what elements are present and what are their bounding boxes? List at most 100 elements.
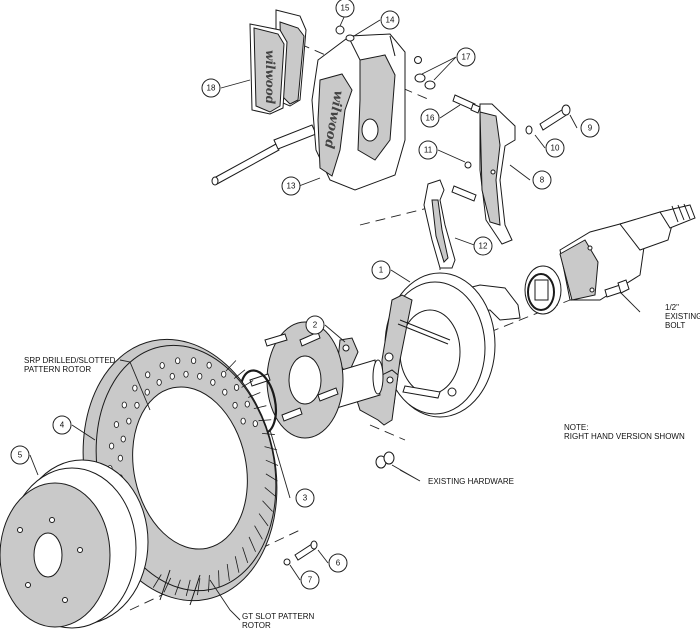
bracket-bolt xyxy=(525,104,571,135)
callout-number: 5 xyxy=(18,451,23,460)
axle-housing xyxy=(559,203,696,301)
rotor-vane xyxy=(185,579,191,597)
rotor-drill-hole xyxy=(134,401,140,409)
hat-drum xyxy=(0,459,149,629)
callout-number: 2 xyxy=(313,321,318,330)
callout-number: 14 xyxy=(386,16,395,25)
pad-logo: wilwood xyxy=(263,50,277,105)
axle-bearing xyxy=(524,265,562,315)
rotor-vane xyxy=(258,419,272,422)
rotor-vane xyxy=(233,369,246,379)
callout-number: 17 xyxy=(462,53,471,62)
callout-6: 6 xyxy=(328,553,348,573)
label-existing-bolt: 1/2" EXISTING BOLT xyxy=(665,303,700,330)
callout-circle xyxy=(473,236,493,256)
callout-circle xyxy=(532,170,552,190)
callout-circle xyxy=(418,140,438,160)
rotor-vane xyxy=(265,473,278,482)
rotor-vane xyxy=(262,432,275,435)
callout-circle xyxy=(10,445,30,465)
callout-circle xyxy=(456,47,476,67)
rotor-drill-hole xyxy=(145,371,151,379)
callout-2: 2 xyxy=(305,315,325,335)
callout-7: 7 xyxy=(300,570,320,590)
leader-lines xyxy=(29,14,641,621)
callout-circle xyxy=(545,138,565,158)
rotor-drill-hole xyxy=(210,378,216,386)
callout-circle xyxy=(52,415,72,435)
callout-14: 14 xyxy=(380,10,400,30)
callout-circle xyxy=(380,10,400,30)
rotor-vane xyxy=(262,500,273,512)
callout-11: 11 xyxy=(418,140,438,160)
hub-flange xyxy=(249,321,344,439)
callout-15: 15 xyxy=(335,0,355,18)
rotor-vane xyxy=(264,446,278,451)
caliper-top-hardware xyxy=(335,25,422,64)
rotor-drill-hole xyxy=(120,435,126,443)
callout-number: 10 xyxy=(551,144,560,153)
rotor-vane xyxy=(248,392,261,398)
rotor-drill-hole xyxy=(121,401,127,409)
existing-hardware xyxy=(375,451,395,469)
rotor-drill-hole xyxy=(232,401,238,409)
rotor-drill-hole xyxy=(132,384,138,392)
callout-circle xyxy=(300,570,320,590)
callout-number: 6 xyxy=(336,559,341,568)
note-text: RIGHT HAND VERSION SHOWN xyxy=(564,432,685,441)
rotor-drill-hole xyxy=(252,420,258,428)
rotor-vane xyxy=(264,487,276,497)
washers xyxy=(414,73,436,90)
rotor-drill-hole xyxy=(117,454,123,462)
caliper-pin xyxy=(211,124,317,186)
rotor-vane xyxy=(197,578,201,596)
callout-number: 12 xyxy=(479,242,488,251)
callout-16: 16 xyxy=(420,108,440,128)
callout-4: 4 xyxy=(52,415,72,435)
callout-circle xyxy=(295,488,315,508)
callout-number: 1 xyxy=(379,266,384,275)
rotor-vane xyxy=(208,575,210,593)
rotor-vane xyxy=(174,579,181,596)
callout-number: 16 xyxy=(426,114,435,123)
callout-circle xyxy=(420,108,440,128)
callout-9: 9 xyxy=(580,118,600,138)
label-existing-hardware: EXISTING HARDWARE xyxy=(428,477,514,486)
rotor-vane xyxy=(258,513,269,527)
rotor-drill-hole xyxy=(126,417,132,425)
note-title: NOTE: xyxy=(564,423,589,432)
rotor-vane xyxy=(218,570,220,588)
rotor-drill-hole xyxy=(159,362,165,369)
rotor-drill-hole xyxy=(144,388,150,396)
rotor-drill-hole xyxy=(169,372,175,380)
hat-bolt xyxy=(283,540,318,566)
caliper-bracket xyxy=(479,103,516,245)
rotor-vane xyxy=(242,547,249,564)
callout-circle xyxy=(328,553,348,573)
callout-circle xyxy=(201,78,221,98)
rotor-vane xyxy=(234,556,240,573)
rotor-drill-hole xyxy=(183,370,189,378)
existing-bolt xyxy=(604,279,630,298)
callout-number: 15 xyxy=(341,4,350,13)
rotor-vane xyxy=(163,577,172,593)
rotor-vane xyxy=(254,525,263,540)
rotor-drill-hole xyxy=(206,361,212,369)
rotor-vanes xyxy=(152,360,279,597)
rotor-drill-hole xyxy=(175,357,181,365)
callout-12: 12 xyxy=(473,236,493,256)
callout-number: 9 xyxy=(588,124,593,133)
callout-number: 18 xyxy=(207,84,216,93)
callout-circle xyxy=(580,118,600,138)
callout-number: 8 xyxy=(540,176,545,185)
callout-circle xyxy=(371,260,391,280)
caliper: wilwood xyxy=(311,33,406,191)
rotor-vane xyxy=(226,563,230,581)
parking-brake-assembly xyxy=(381,272,521,418)
callout-number: 3 xyxy=(303,494,308,503)
rotor-vane xyxy=(152,574,162,588)
rotor-vane xyxy=(248,536,256,552)
callout-circle xyxy=(305,315,325,335)
callout-18: 18 xyxy=(201,78,221,98)
